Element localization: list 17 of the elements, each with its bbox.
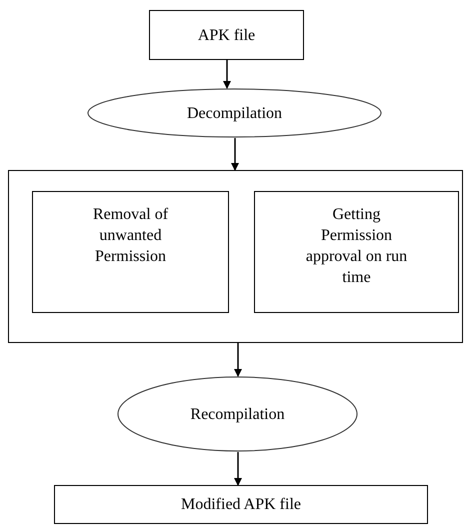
group-box	[8, 170, 463, 343]
arrow	[231, 138, 239, 171]
node-text: Modified APK file	[180, 495, 302, 515]
process-box	[149, 10, 304, 60]
process-ellipse	[87, 88, 382, 138]
node-text: Removal of unwanted Permission	[92, 205, 170, 267]
process-box	[54, 485, 428, 524]
node-text: Getting Permission approval on run time	[304, 205, 408, 288]
node-text: Recompilation	[189, 404, 286, 424]
process-ellipse	[117, 376, 358, 452]
arrow	[234, 452, 242, 486]
process-box	[254, 191, 459, 313]
node-text: Decompilation	[186, 104, 284, 124]
process-box	[32, 191, 229, 313]
node-text: APK file	[196, 26, 256, 46]
arrow	[223, 60, 231, 89]
arrow	[234, 343, 242, 377]
